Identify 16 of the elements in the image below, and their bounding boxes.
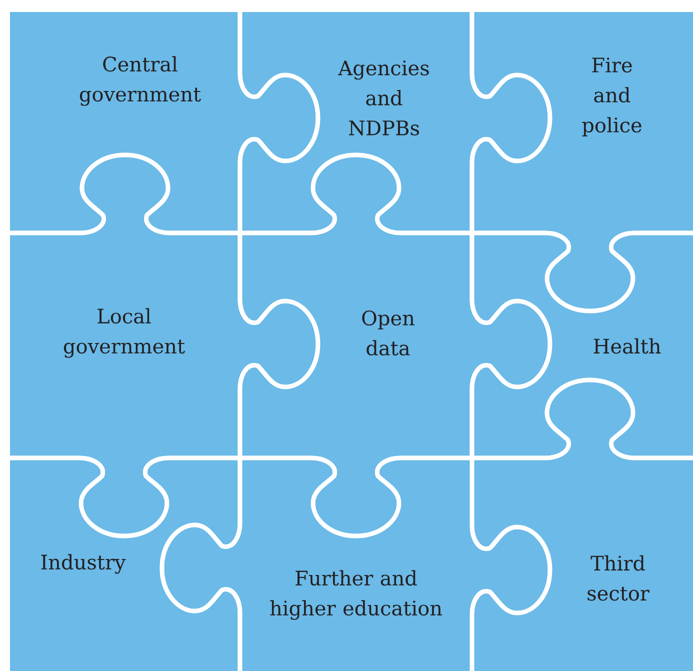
- puzzle-piece: Local government: [8, 152, 320, 538]
- puzzle-piece: Open data: [238, 152, 552, 538]
- puzzle-piece: Fire and police: [470, 10, 693, 314]
- node-label: Fire and police: [582, 58, 642, 136]
- puzzle-piece: Central government: [8, 10, 320, 236]
- puzzle-piece: Agencies and NDPBs: [238, 10, 552, 236]
- puzzle-piece: Third sector: [470, 378, 693, 671]
- puzzle-piece: Health: [470, 230, 693, 460]
- node-label: Open data: [362, 310, 414, 356]
- puzzle-piece: Further and higher education: [160, 456, 552, 671]
- node-label: Agencies and NDPBs: [338, 60, 429, 136]
- puzzle-piece: Industry: [8, 456, 242, 671]
- node-label: Local government: [64, 308, 185, 358]
- node-label: Central government: [80, 56, 201, 106]
- node-label: Further and higher education: [270, 570, 442, 620]
- node-label: Third sector: [588, 555, 650, 601]
